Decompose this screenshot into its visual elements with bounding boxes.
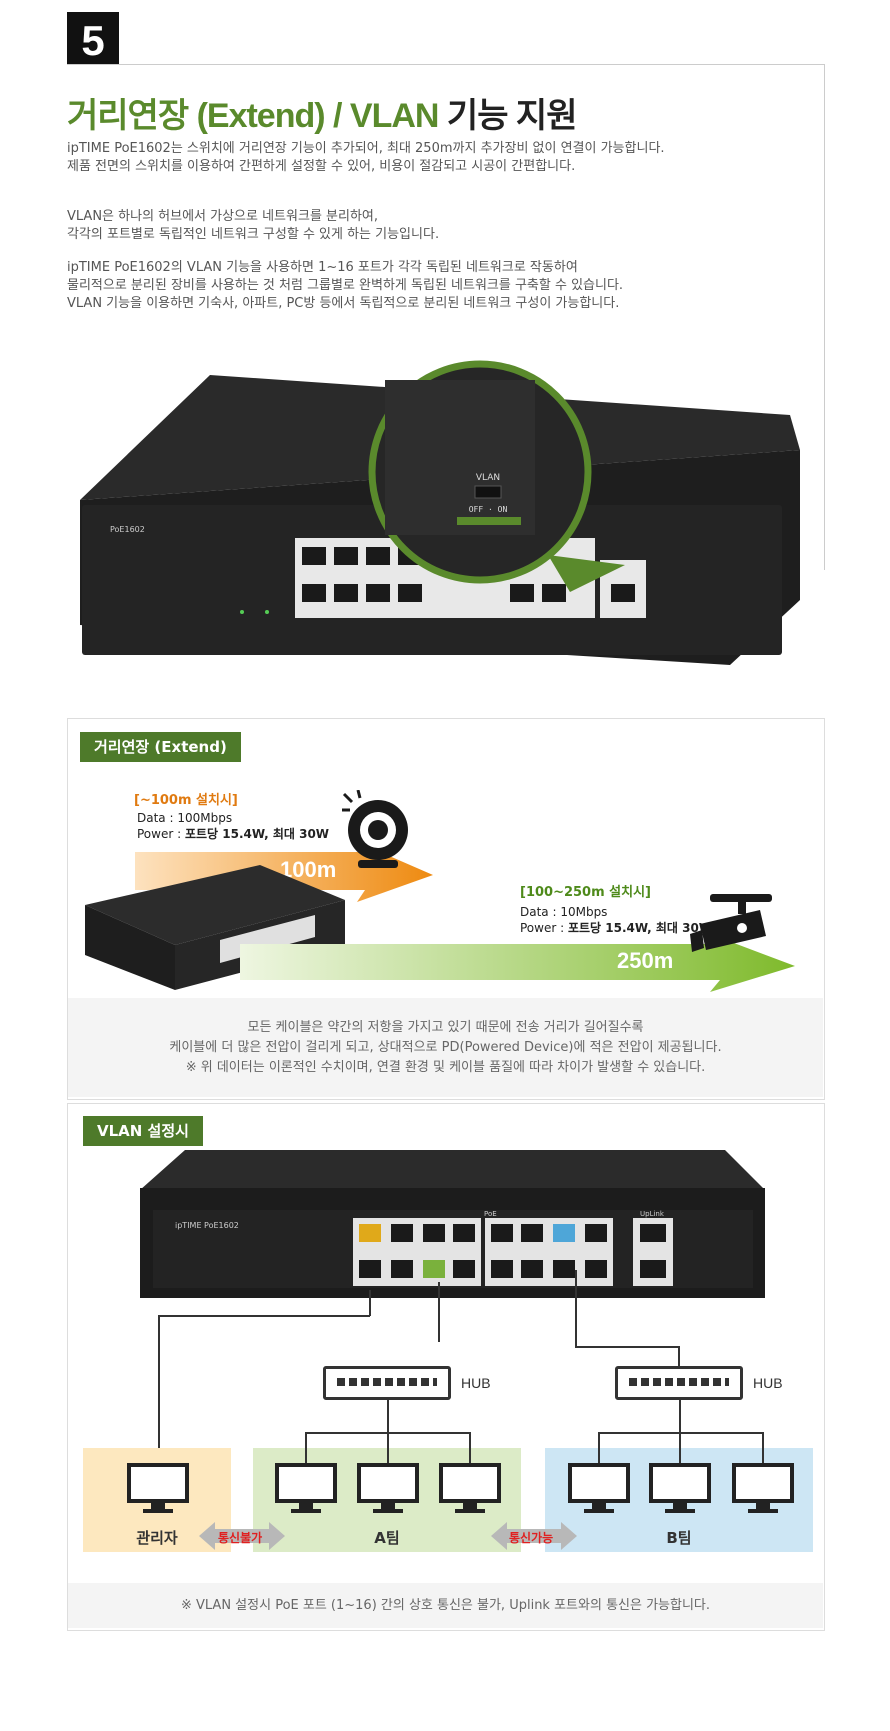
- vlan-paragraph: VLAN은 하나의 허브에서 가상으로 네트워크를 분리하여, 각각의 포트별로…: [67, 208, 439, 244]
- title-dark: 기능 지원: [446, 97, 578, 135]
- admin-label: 관리자: [136, 1529, 178, 1547]
- team-a-monitor-icon: [357, 1463, 419, 1513]
- team-a-monitor-icon: [275, 1463, 337, 1513]
- long-range-power: Power : 포트당 15.4W, 최대 30W: [520, 920, 712, 936]
- section-number: 5: [67, 12, 119, 64]
- power-value: 포트당 15.4W, 최대 30W: [567, 921, 713, 935]
- team-a-port: [423, 1260, 445, 1278]
- team-b-line: [575, 1346, 679, 1348]
- extend-note-band: [68, 998, 823, 1097]
- vlan-note: ※ VLAN 설정시 PoE 포트 (1~16) 간의 상호 통신은 불가, U…: [180, 1598, 711, 1613]
- vlan-tag: VLAN 설정시: [83, 1116, 203, 1146]
- admin-monitor-icon: [127, 1463, 189, 1513]
- data-value: 100Mbps: [177, 811, 233, 825]
- pc-line: [387, 1432, 389, 1464]
- no-comm-arrow: [199, 1522, 285, 1550]
- vlan-note-band: [68, 1583, 823, 1628]
- text-line: VLAN은 하나의 허브에서 가상으로 네트워크를 분리하여,: [67, 209, 379, 224]
- switch-model-text: ipTIME PoE1602: [175, 1221, 239, 1230]
- switch-vlan-illustration: ipTIME PoE1602: [140, 1150, 765, 1298]
- hub-a-label: HUB: [461, 1375, 491, 1391]
- text-line: ipTIME PoE1602는 스위치에 거리연장 기능이 추가되어, 최대 2…: [67, 141, 665, 156]
- power-value: 포트당 15.4W, 최대 30W: [184, 827, 330, 841]
- team-b-port: [553, 1224, 575, 1242]
- team-a-monitor-icon: [439, 1463, 501, 1513]
- comm-ok-label: 통신가능: [509, 1531, 554, 1545]
- text-line: 제품 전면의 스위치를 이용하여 간편하게 설정할 수 있어, 비용이 절감되고…: [67, 159, 576, 174]
- extend-notes: 모든 케이블은 약간의 저항을 가지고 있기 때문에 전송 거리가 길어질수록 …: [68, 1018, 823, 1078]
- hub-b-line: [679, 1400, 681, 1433]
- cctv-camera-icon: [690, 894, 772, 952]
- hub-b-line: [598, 1432, 764, 1434]
- long-range-data: Data : 10Mbps: [520, 904, 607, 920]
- vlan-detail-paragraph: ipTIME PoE1602의 VLAN 기능을 사용하면 1~16 포트가 각…: [67, 259, 623, 313]
- team-a-line: [438, 1282, 440, 1342]
- pc-line: [305, 1432, 307, 1464]
- short-range-heading: [~100m 설치시]: [134, 793, 238, 808]
- text-line: ipTIME PoE1602의 VLAN 기능을 사용하면 1~16 포트가 각…: [67, 260, 578, 275]
- hub-a-line: [387, 1400, 389, 1433]
- short-range-power: Power : 포트당 15.4W, 최대 30W: [137, 826, 329, 842]
- data-label: Data :: [137, 811, 178, 825]
- intro-paragraph: ipTIME PoE1602는 스위치에 거리연장 기능이 추가되어, 최대 2…: [67, 140, 665, 176]
- note-line: 케이블에 더 많은 전압이 걸리게 되고, 상대적으로 PD(Powered D…: [169, 1040, 722, 1055]
- zoom-pointer: [548, 555, 625, 592]
- admin-line: [158, 1315, 370, 1317]
- range-250m-arrow: [240, 940, 795, 992]
- distance-250m: 250m: [617, 948, 674, 973]
- pc-line: [469, 1432, 471, 1464]
- note-line: ※ 위 데이터는 이론적인 수치이며, 연결 환경 및 케이블 품질에 따라 차…: [185, 1060, 706, 1075]
- admin-line: [369, 1290, 371, 1316]
- hub-b-icon: [615, 1366, 743, 1400]
- text-line: 각각의 포트별로 독립적인 네트워크 구성할 수 있게 하는 기능입니다.: [67, 227, 440, 242]
- admin-line: [158, 1315, 160, 1461]
- text-line: 물리적으로 분리된 장비를 사용하는 것 처럼 그룹별로 완벽하게 독립된 네트…: [67, 278, 624, 293]
- data-value: 10Mbps: [560, 905, 608, 919]
- data-label: Data :: [520, 905, 561, 919]
- team-b-line: [575, 1270, 577, 1347]
- switch-hero-illustration: PoE1602 VLAN OFF · ON: [80, 360, 800, 665]
- team-b-label: B팀: [666, 1529, 692, 1547]
- hub-a-icon: [323, 1366, 451, 1400]
- no-comm-label: 통신불가: [218, 1531, 263, 1545]
- pc-line: [598, 1432, 600, 1464]
- team-b-monitor-icon: [649, 1463, 711, 1513]
- team-a-label: A팀: [374, 1529, 400, 1547]
- pc-line: [679, 1432, 681, 1464]
- text-line: VLAN 기능을 이용하면 기숙사, 아파트, PC방 등에서 독립적으로 분리…: [67, 296, 620, 311]
- team-b-line: [678, 1346, 680, 1368]
- switch-brand-text: PoE1602: [110, 525, 145, 534]
- note-line: 모든 케이블은 약간의 저항을 가지고 있기 때문에 전송 거리가 길어질수록: [247, 1020, 644, 1035]
- title-green: 거리연장 (Extend) / VLAN: [67, 97, 439, 135]
- long-range-heading: [100~250m 설치시]: [520, 885, 651, 900]
- hub-b-label: HUB: [753, 1375, 783, 1391]
- pc-line: [762, 1432, 764, 1464]
- extend-tag: 거리연장 (Extend): [80, 732, 241, 762]
- zoom-vlan-label: VLAN: [476, 473, 500, 483]
- power-label: Power :: [137, 827, 185, 841]
- uplink-label: UpLink: [640, 1210, 664, 1218]
- admin-port: [359, 1224, 381, 1242]
- section-frame: [67, 64, 825, 570]
- power-label: Power :: [520, 921, 568, 935]
- short-range-data: Data : 100Mbps: [137, 810, 232, 826]
- zoom-off-on: OFF · ON: [469, 505, 508, 514]
- comm-ok-arrow: [491, 1522, 577, 1550]
- webcam-icon: [342, 790, 408, 868]
- team-b-monitor-icon: [568, 1463, 630, 1513]
- poe-label: PoE: [484, 1210, 497, 1218]
- vlan-toggle: [474, 485, 502, 499]
- team-b-monitor-icon: [732, 1463, 794, 1513]
- page-title: 거리연장 (Extend) / VLAN 기능 지원: [67, 88, 577, 137]
